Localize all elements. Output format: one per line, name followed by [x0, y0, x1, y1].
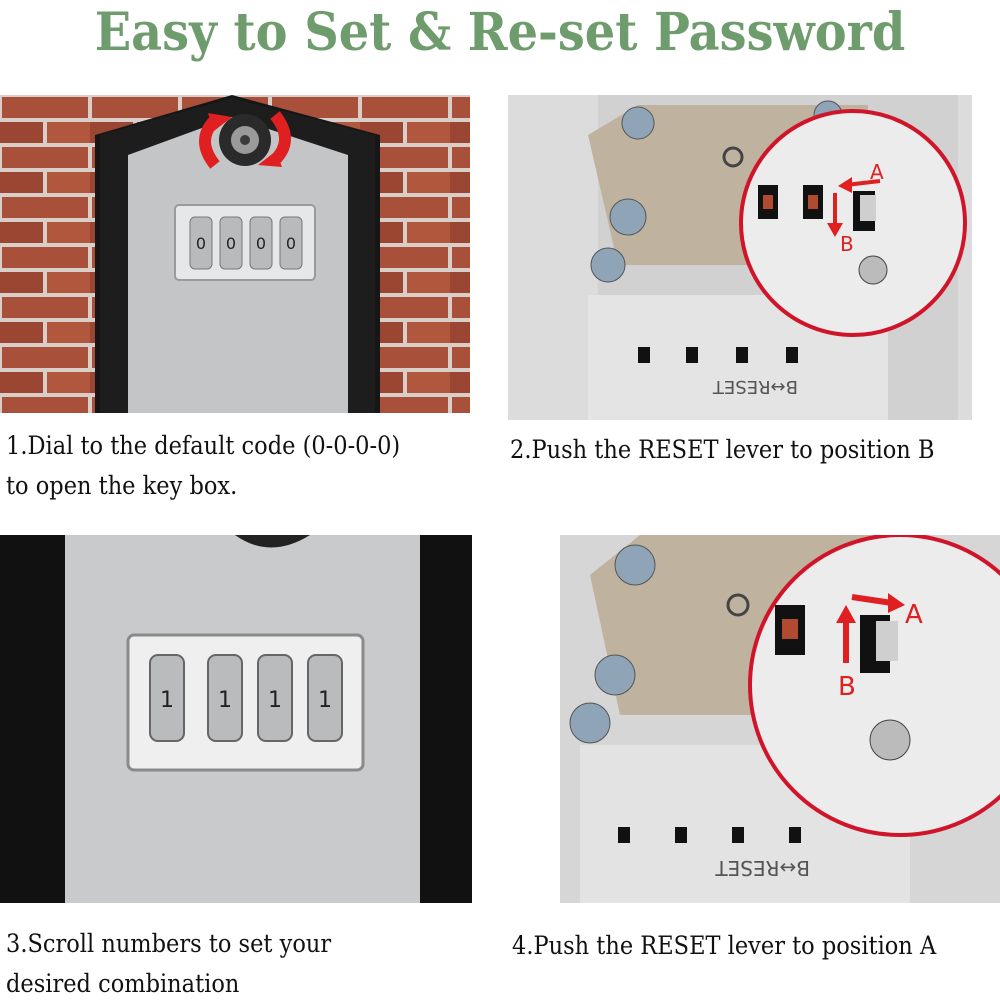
keybox-on-wall-illustration: 0 0 0 0	[0, 95, 470, 413]
step2-caption: 2.Push the RESET lever to position B	[510, 430, 934, 470]
position-b-label: B	[838, 672, 856, 702]
dial-digit: 0	[196, 234, 206, 253]
reset-mechanism-illustration: B↔RESET A B	[508, 95, 972, 420]
dial-wheels	[189, 216, 303, 270]
combination-dials-illustration: 1 1 1 1	[0, 535, 472, 903]
reset-engraving: B↔RESET	[712, 376, 798, 397]
dial-digit: 0	[286, 234, 296, 253]
reset-engraving: B↔RESET	[715, 856, 810, 880]
step1-caption: 1.Dial to the default code (0-0-0-0) to …	[6, 426, 400, 506]
dial-digit: 1	[160, 688, 174, 713]
step2-caption-line1: 2.Push the RESET lever to position B	[510, 435, 935, 464]
step2-reset-lever-photo: B↔RESET A B	[508, 95, 972, 420]
step3-caption: 3.Scroll numbers to set your desired com…	[6, 924, 331, 1000]
step1-caption-line2: to open the key box.	[6, 471, 238, 500]
position-a-label: A	[905, 600, 923, 630]
step4-caption-line1: 4.Push the RESET lever to position A	[512, 931, 937, 960]
dial-digit: 1	[268, 688, 282, 713]
page-title: Easy to Set & Re-set Password	[94, 2, 906, 63]
step3-caption-line1: 3.Scroll numbers to set your	[6, 929, 332, 958]
step4-caption: 4.Push the RESET lever to position A	[512, 926, 936, 966]
dial-digit: 0	[226, 234, 236, 253]
reset-mechanism-illustration: B↔RESET A B	[560, 535, 1000, 903]
step3-dials-photo: 1 1 1 1	[0, 535, 472, 903]
step4-reset-lever-photo: B↔RESET A B	[560, 535, 1000, 903]
step1-caption-line1: 1.Dial to the default code (0-0-0-0)	[6, 431, 401, 460]
step1-keybox-photo: 0 0 0 0	[0, 95, 470, 413]
step3-caption-line2: desired combination	[6, 969, 240, 998]
position-b-label: B	[840, 232, 854, 256]
dial-digit: 0	[256, 234, 266, 253]
dial-digit: 1	[218, 688, 232, 713]
position-a-label: A	[870, 160, 884, 184]
dial-digit: 1	[318, 688, 332, 713]
